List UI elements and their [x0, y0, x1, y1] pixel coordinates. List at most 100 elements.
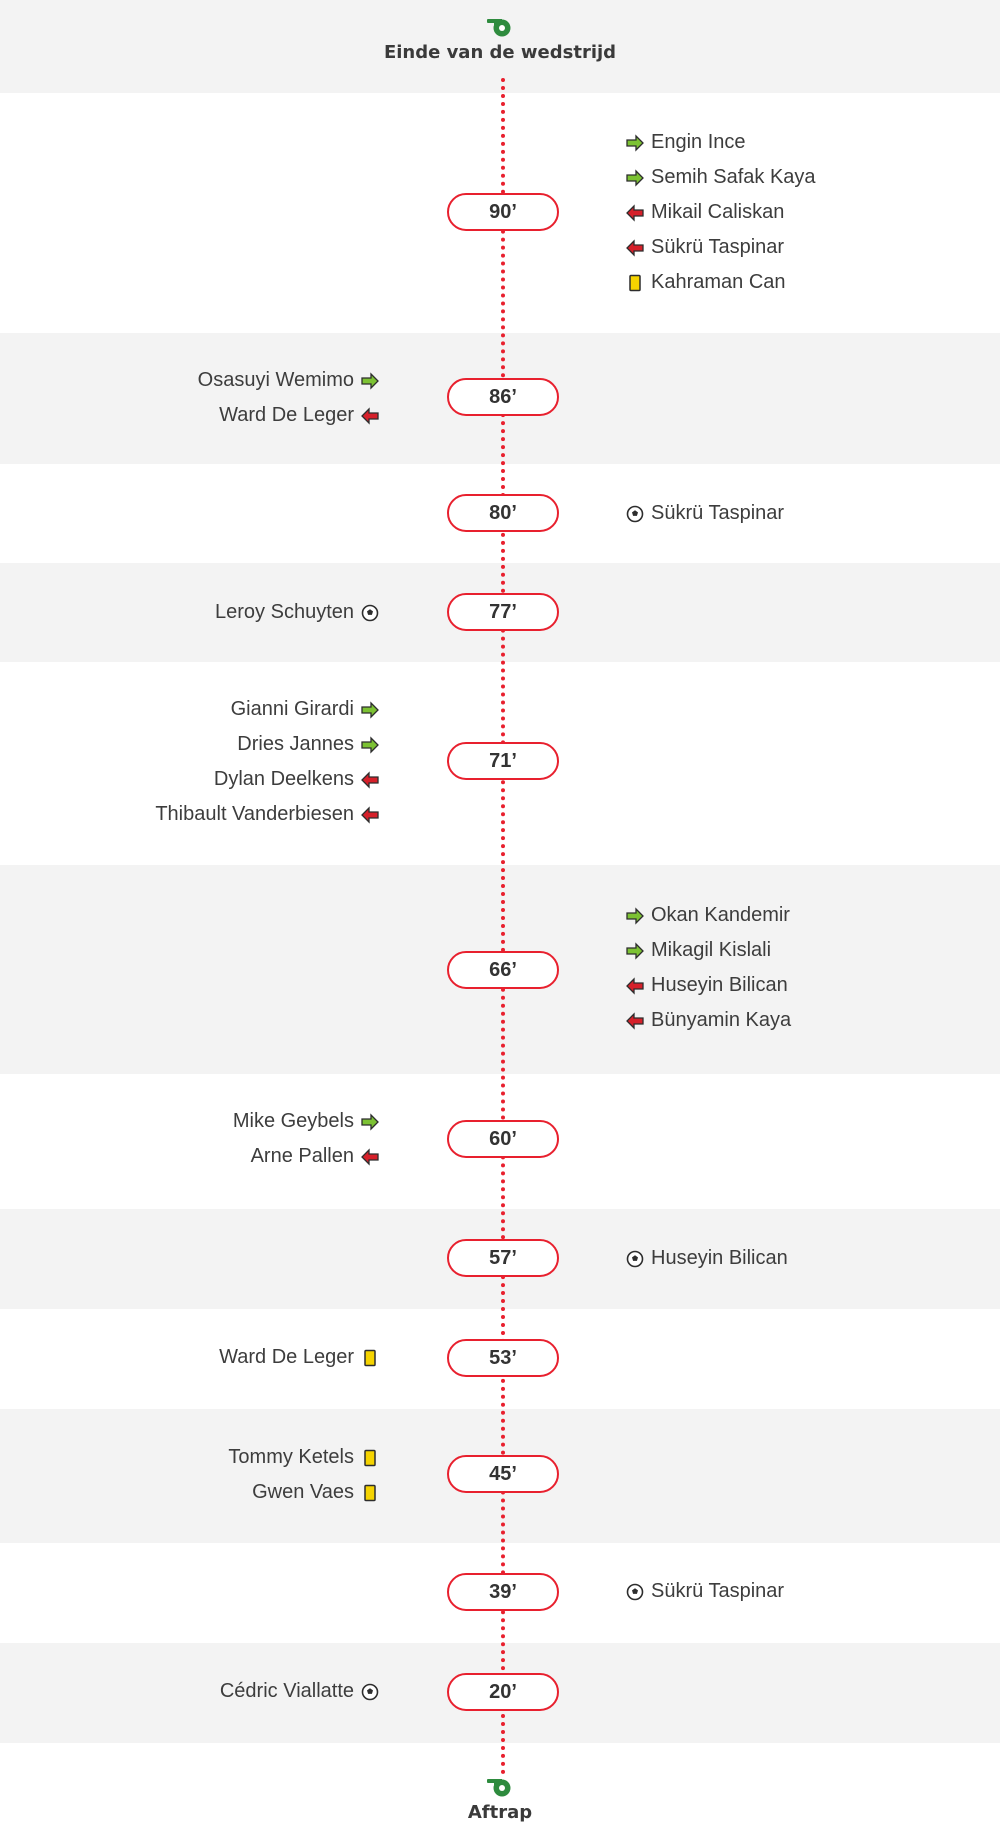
sub-in-arrow-icon [361, 700, 379, 719]
event-goal: Leroy Schuyten [215, 595, 380, 630]
minute-badge: 60’ [447, 1120, 559, 1158]
event-list-away: Sükrü Taspinar [625, 496, 784, 531]
yellow-card-icon [364, 1349, 376, 1366]
yellow-card-icon [364, 1449, 376, 1466]
minute-badge: 66’ [447, 951, 559, 989]
soccer-ball-icon [626, 505, 644, 522]
event-sub-out: Sükrü Taspinar [625, 230, 816, 265]
event-sub-in: Semih Safak Kaya [625, 160, 816, 195]
minute-badge: 53’ [447, 1339, 559, 1377]
player-name: Bünyamin Kaya [651, 1009, 792, 1031]
event-sub-out: Bünyamin Kaya [625, 1003, 791, 1038]
sub-out-arrow-icon [361, 770, 379, 789]
event-yellow-card: Kahraman Can [625, 265, 816, 300]
player-name: Sükrü Taspinar [651, 236, 785, 258]
player-name: Leroy Schuyten [215, 601, 354, 623]
event-sub-out: Thibault Vanderbiesen [155, 797, 380, 832]
soccer-ball-icon [626, 1250, 644, 1267]
minute-badge: 20’ [447, 1673, 559, 1711]
event-list-home: Tommy Ketels Gwen Vaes [228, 1440, 380, 1510]
match-end: Einde van de wedstrijd [350, 16, 650, 63]
event-list-home: Mike Geybels Arne Pallen [233, 1104, 380, 1174]
event-list-home: Cédric Viallatte [220, 1674, 380, 1709]
player-name: Huseyin Bilican [651, 974, 788, 996]
event-sub-out: Ward De Leger [198, 398, 380, 433]
event-list-away: Huseyin Bilican [625, 1241, 788, 1276]
event-sub-in: Okan Kandemir [625, 898, 791, 933]
event-sub-out: Arne Pallen [233, 1139, 380, 1174]
player-name: Sükrü Taspinar [651, 502, 785, 524]
event-yellow-card: Tommy Ketels [228, 1440, 380, 1475]
event-sub-out: Dylan Deelkens [155, 762, 380, 797]
sub-out-arrow-icon [626, 238, 644, 257]
player-name: Sükrü Taspinar [651, 1580, 785, 1602]
event-list-home: Leroy Schuyten [215, 595, 380, 630]
sub-in-arrow-icon [361, 735, 379, 754]
event-yellow-card: Gwen Vaes [228, 1475, 380, 1510]
minute-badge: 45’ [447, 1455, 559, 1493]
event-list-away: Engin Ince Semih Safak Kaya Mikail Calis… [625, 125, 816, 300]
player-name: Ward De Leger [219, 1346, 354, 1368]
player-name: Dylan Deelkens [213, 768, 354, 790]
event-list-home: Ward De Leger [219, 1340, 380, 1375]
minute-badge: 71’ [447, 742, 559, 780]
sub-in-arrow-icon [626, 941, 644, 960]
sub-out-arrow-icon [361, 406, 379, 425]
player-name: Arne Pallen [250, 1145, 354, 1167]
minute-badge: 57’ [447, 1239, 559, 1277]
sub-in-arrow-icon [626, 133, 644, 152]
player-name: Okan Kandemir [651, 904, 790, 926]
player-name: Ward De Leger [219, 404, 354, 426]
soccer-ball-icon [361, 1683, 379, 1700]
sub-out-arrow-icon [361, 1147, 379, 1166]
player-name: Mikail Caliskan [651, 201, 785, 223]
match-end-label: Einde van de wedstrijd [383, 42, 617, 63]
player-name: Mike Geybels [232, 1110, 354, 1132]
event-list-away: Okan Kandemir Mikagil Kislali Huseyin Bi… [625, 898, 791, 1038]
event-goal: Sükrü Taspinar [625, 496, 784, 531]
minute-badge: 90’ [447, 193, 559, 231]
sub-in-arrow-icon [626, 906, 644, 925]
event-sub-in: Gianni Girardi [155, 692, 380, 727]
player-name: Huseyin Bilican [651, 1247, 788, 1269]
event-list-away: Sükrü Taspinar [625, 1574, 784, 1609]
player-name: Kahraman Can [651, 271, 786, 293]
sub-out-arrow-icon [626, 976, 644, 995]
whistle-icon [487, 1779, 511, 1797]
player-name: Cédric Viallatte [219, 1680, 354, 1702]
player-name: Gianni Girardi [230, 698, 354, 720]
sub-out-arrow-icon [361, 805, 379, 824]
minute-badge: 86’ [447, 378, 559, 416]
minute-badge: 80’ [447, 494, 559, 532]
kick-off: Aftrap [350, 1776, 650, 1823]
event-sub-out: Mikail Caliskan [625, 195, 816, 230]
player-name: Thibault Vanderbiesen [155, 803, 354, 825]
minute-badge: 77’ [447, 593, 559, 631]
event-sub-out: Huseyin Bilican [625, 968, 791, 1003]
whistle-icon [487, 19, 511, 37]
event-goal: Huseyin Bilican [625, 1241, 788, 1276]
player-name: Osasuyi Wemimo [197, 369, 354, 391]
header-band [0, 0, 1000, 93]
kick-off-label: Aftrap [467, 1802, 533, 1823]
player-name: Semih Safak Kaya [651, 166, 816, 188]
event-list-home: Gianni Girardi Dries Jannes Dylan Deelke… [155, 692, 380, 832]
event-sub-in: Osasuyi Wemimo [198, 363, 380, 398]
player-name: Tommy Ketels [228, 1446, 354, 1468]
sub-in-arrow-icon [626, 168, 644, 187]
event-sub-in: Mikagil Kislali [625, 933, 791, 968]
sub-out-arrow-icon [626, 1011, 644, 1030]
sub-in-arrow-icon [361, 1112, 379, 1131]
sub-out-arrow-icon [626, 203, 644, 222]
event-goal: Cédric Viallatte [220, 1674, 380, 1709]
player-name: Engin Ince [651, 131, 746, 153]
timeline-spine [501, 78, 505, 1776]
event-list-home: Osasuyi Wemimo Ward De Leger [198, 363, 380, 433]
minute-badge: 39’ [447, 1573, 559, 1611]
soccer-ball-icon [626, 1583, 644, 1600]
event-sub-in: Mike Geybels [233, 1104, 380, 1139]
soccer-ball-icon [361, 604, 379, 621]
event-yellow-card: Ward De Leger [219, 1340, 380, 1375]
sub-in-arrow-icon [361, 371, 379, 390]
